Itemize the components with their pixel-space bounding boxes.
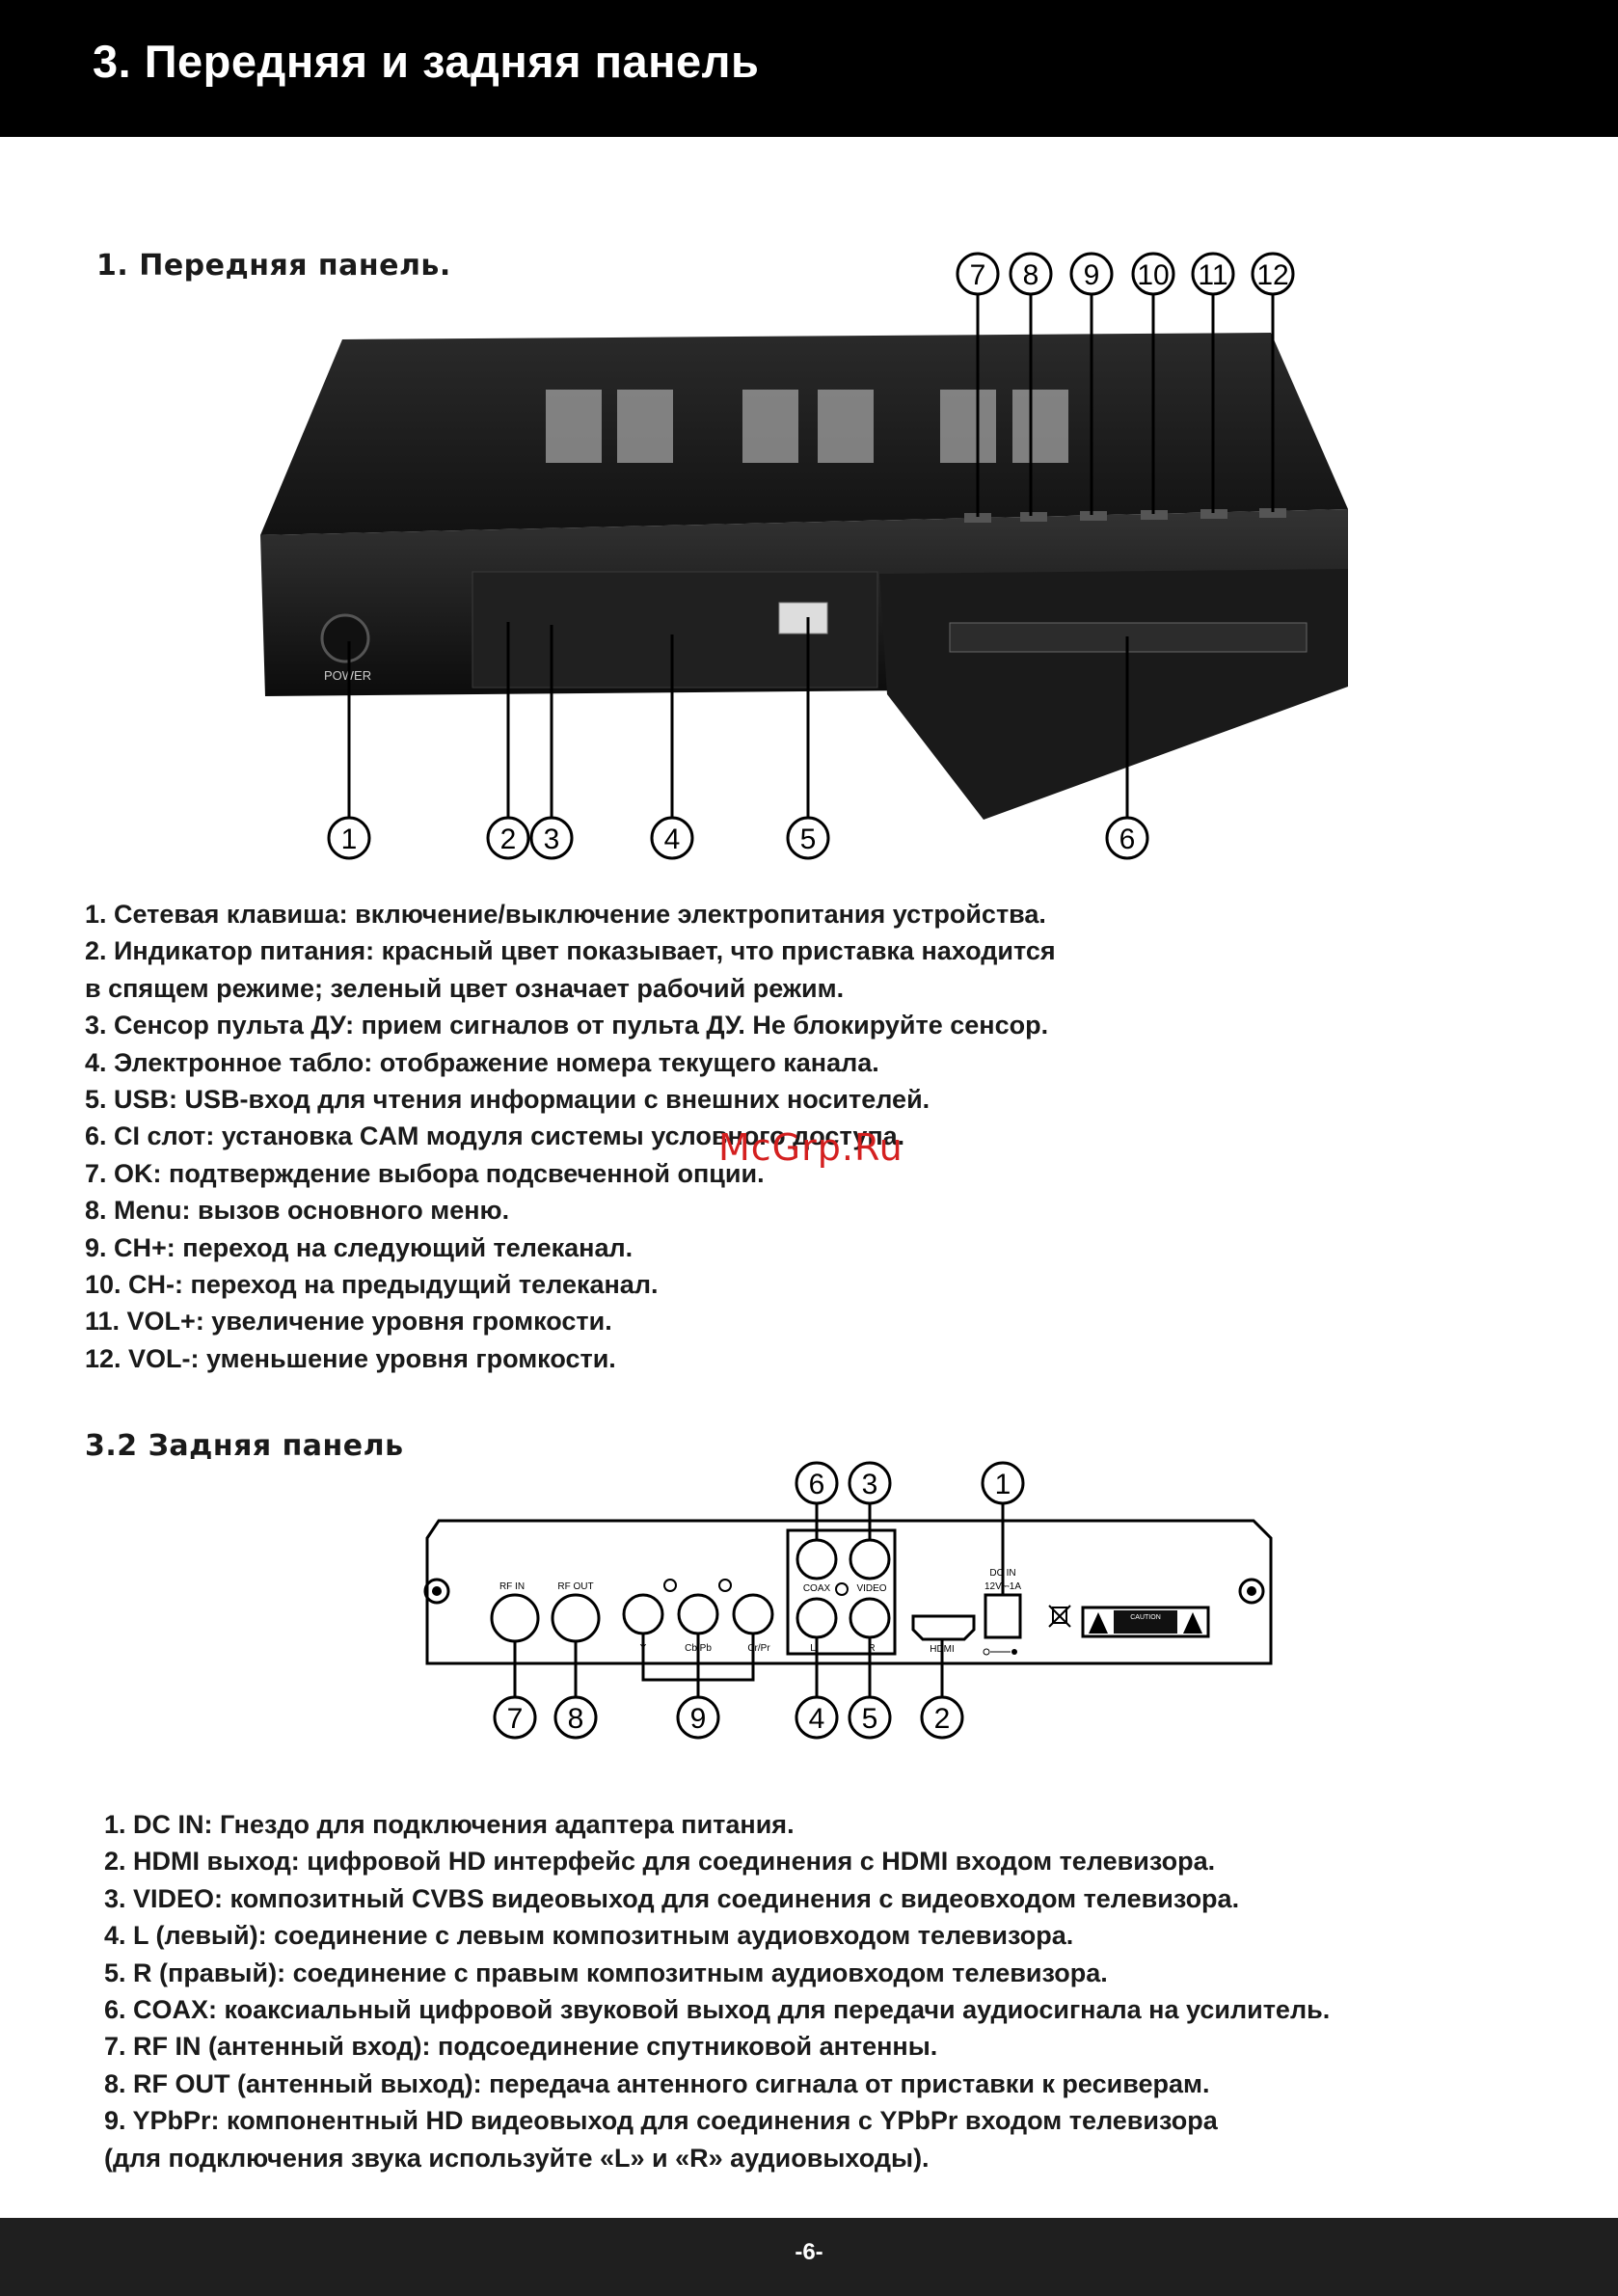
rear-callout-8: 8 bbox=[568, 1703, 584, 1735]
r-label: R bbox=[868, 1643, 875, 1654]
list-item-line: (для подключения звука используйте «L» и… bbox=[104, 2143, 930, 2173]
rear-callout-3: 3 bbox=[862, 1469, 878, 1500]
callout-5: 5 bbox=[800, 824, 817, 855]
callout-8: 8 bbox=[1023, 259, 1039, 291]
list-item: 1. DC IN: Гнездо для подключения адаптер… bbox=[104, 1810, 795, 1839]
crpr-label: Cr/Pr bbox=[747, 1643, 770, 1654]
y-connector bbox=[622, 1593, 664, 1635]
list-item: 11. VOL+: увеличение уровня громкости. bbox=[85, 1307, 612, 1337]
list-item: 4. L (левый): соединение с левым компози… bbox=[104, 1921, 1074, 1951]
coax-connector bbox=[796, 1538, 838, 1580]
list-item: 10. CH-: переход на предыдущий телеканал… bbox=[85, 1270, 659, 1300]
callout-2: 2 bbox=[500, 824, 517, 855]
rf-out-connector bbox=[551, 1593, 601, 1643]
front-panel-heading: 1. Передняя панель. bbox=[96, 249, 451, 283]
callout-10: 10 bbox=[1137, 259, 1169, 291]
header-bar: 3. Передняя и задняя панель bbox=[0, 0, 1618, 137]
rear-callout-7: 7 bbox=[507, 1703, 524, 1735]
video-connector bbox=[849, 1538, 891, 1580]
list-item: 1. Сетевая клавиша: включение/выключение… bbox=[85, 900, 1046, 929]
list-item: 2. Индикатор питания: красный цвет показ… bbox=[85, 932, 1056, 1007]
callout-1: 1 bbox=[341, 824, 358, 855]
rear-callout-5: 5 bbox=[862, 1703, 878, 1735]
list-item-line: в спящем режиме; зеленый цвет означает р… bbox=[85, 973, 845, 1003]
page-number: -6- bbox=[795, 2239, 823, 2265]
coax-label: COAX bbox=[803, 1583, 831, 1594]
footer-bar: -6- bbox=[0, 2218, 1618, 2296]
dc-in-connector bbox=[984, 1593, 1022, 1639]
cbpb-connector bbox=[677, 1593, 719, 1635]
callout-11: 11 bbox=[1198, 259, 1227, 291]
callout-9: 9 bbox=[1084, 259, 1100, 291]
weee-icon bbox=[1048, 1605, 1071, 1628]
rear-callout-4: 4 bbox=[809, 1703, 825, 1735]
rear-panel-outline bbox=[425, 1519, 1273, 1665]
rear-callout-6: 6 bbox=[809, 1469, 825, 1500]
l-label: L bbox=[810, 1643, 816, 1654]
rear-panel-heading: 3.2 Задняя панель bbox=[85, 1429, 404, 1463]
list-item: 3. VIDEO: композитный CVBS видеовыход дл… bbox=[104, 1883, 1240, 1913]
rear-callout-1: 1 bbox=[995, 1469, 1011, 1500]
list-item: 8. Menu: вызов основного меню. bbox=[85, 1196, 510, 1226]
rear-callout-9: 9 bbox=[690, 1703, 707, 1735]
rear-callout-2: 2 bbox=[934, 1703, 951, 1735]
list-item: 7. OK: подтверждение выбора подсвеченной… bbox=[85, 1158, 765, 1188]
page-title: 3. Передняя и задняя панель bbox=[93, 36, 760, 87]
video-label: VIDEO bbox=[856, 1583, 886, 1594]
vent-grille bbox=[546, 390, 1068, 463]
front-panel-description-list: 1. Сетевая клавиша: включение/выключение… bbox=[85, 896, 1056, 1377]
rf-in-label: RF IN bbox=[499, 1581, 525, 1592]
rf-out-label: RF OUT bbox=[557, 1581, 593, 1592]
warning-icon bbox=[1089, 1612, 1108, 1634]
callout-12: 12 bbox=[1256, 259, 1288, 291]
rear-panel-description-list: 1. DC IN: Гнездо для подключения адаптер… bbox=[104, 1806, 1330, 2176]
list-item-line: 2. Индикатор питания: красный цвет показ… bbox=[85, 936, 1056, 966]
list-item: 7. RF IN (антенный вход): подсоединение … bbox=[104, 2032, 938, 2062]
callout-3: 3 bbox=[544, 824, 560, 855]
l-connector bbox=[796, 1597, 838, 1639]
list-item: 3. Сенсор пульта ДУ: прием сигналов от п… bbox=[85, 1011, 1049, 1040]
list-item: 5. R (правый): соединение с правым компо… bbox=[104, 1958, 1108, 1987]
list-item: 8. RF OUT (антенный выход): передача ант… bbox=[104, 2068, 1210, 2098]
callout-7: 7 bbox=[970, 259, 986, 291]
list-item: 6. COAX: коаксиальный цифровой звуковой … bbox=[104, 1995, 1331, 2025]
list-item: 9. CH+: переход на следующий телеканал. bbox=[85, 1232, 634, 1262]
callout-6: 6 bbox=[1119, 824, 1136, 855]
ci-slot-shape bbox=[879, 569, 1348, 820]
list-item-line: 9. YPbPr: компонентный HD видеовыход для… bbox=[104, 2106, 1218, 2136]
list-item: 2. HDMI выход: цифровой HD интерфейс для… bbox=[104, 1847, 1216, 1877]
power-button-shape bbox=[320, 613, 370, 663]
list-item: 12. VOL-: уменьшение уровня громкости. bbox=[85, 1343, 616, 1373]
device-top bbox=[260, 333, 1348, 535]
rear-panel-illustration: CAUTION RF IN RF OUT Y Cb/Pb Cr/Pr COAX … bbox=[423, 1461, 1273, 1740]
r-connector bbox=[849, 1597, 891, 1639]
list-item: 6. CI слот: установка CAM модуля системы… bbox=[85, 1121, 905, 1151]
front-panel-illustration: POWER 7 8 9 10 11 12 bbox=[260, 252, 1348, 860]
list-item: 5. USB: USB-вход для чтения информации с… bbox=[85, 1085, 930, 1115]
hdmi-connector bbox=[911, 1614, 976, 1641]
front-buttons bbox=[964, 508, 1286, 523]
usb-port-shape bbox=[778, 602, 828, 635]
caution-text: CAUTION bbox=[1130, 1614, 1161, 1621]
callout-4: 4 bbox=[664, 824, 681, 855]
crpr-connector bbox=[732, 1593, 774, 1635]
warning-icon bbox=[1183, 1612, 1202, 1634]
rf-in-connector bbox=[490, 1593, 540, 1643]
list-item: 9. YPbPr: компонентный HD видеовыход для… bbox=[104, 2102, 1330, 2176]
watermark: McGrp.Ru bbox=[718, 1126, 903, 1169]
list-item: 4. Электронное табло: отображение номера… bbox=[85, 1047, 879, 1077]
